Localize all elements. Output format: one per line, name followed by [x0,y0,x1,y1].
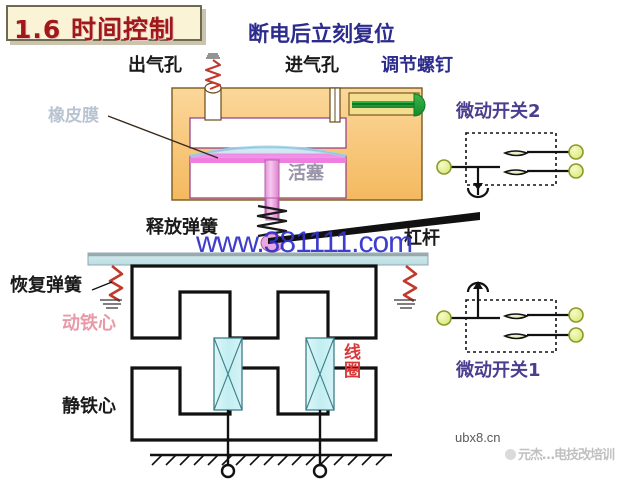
static-core [130,366,378,442]
label-coil: 线圈 [344,343,361,381]
label-adjusting-screw: 调节螺钉 [381,55,453,76]
label-piston: 活塞 [288,163,324,184]
watermark-logo-text: 元杰…电技改培训 [518,448,615,463]
ground-hatching [150,410,392,479]
micro-switch-2-diagram [436,132,584,199]
watermark-bottom-url: ubx8.cn [455,430,501,445]
restore-spring-leader-line [91,281,113,291]
watermark-url: www.381111.com [196,226,413,259]
label-moving-core: 动铁心 [62,313,116,334]
air-outlet-port [204,53,222,121]
label-release-spring: 释放弹簧 [146,217,218,238]
coil-right [305,337,335,411]
adjusting-screw [348,92,426,117]
label-micro-switch-2: 微动开关2 [456,101,541,122]
section-title-banner [6,5,202,41]
label-static-core: 静铁心 [62,396,116,417]
label-restore-spring: 恢复弹簧 [10,275,82,296]
label-micro-switch-1: 微动开关1 [456,360,541,381]
watermark-logo-icon [505,449,516,460]
label-rubber-membrane: 橡皮膜 [48,106,99,126]
moving-core [130,264,378,340]
page-title: 1.6 时间控制 [14,15,175,44]
label-lever: 杠杆 [404,228,440,249]
restore-spring-right [394,264,418,309]
label-air-inlet: 进气孔 [285,55,339,76]
membrane-leader-line [107,115,219,159]
coil-left [213,337,243,411]
micro-switch-1-diagram [436,281,584,353]
restore-spring-left [100,264,124,309]
watermark-logo: 元杰…电技改培训 [505,444,615,463]
lever [268,212,480,244]
air-inlet-port [329,87,341,123]
headline-text: 断电后立刻复位 [248,22,395,46]
label-air-outlet: 出气孔 [128,55,182,76]
